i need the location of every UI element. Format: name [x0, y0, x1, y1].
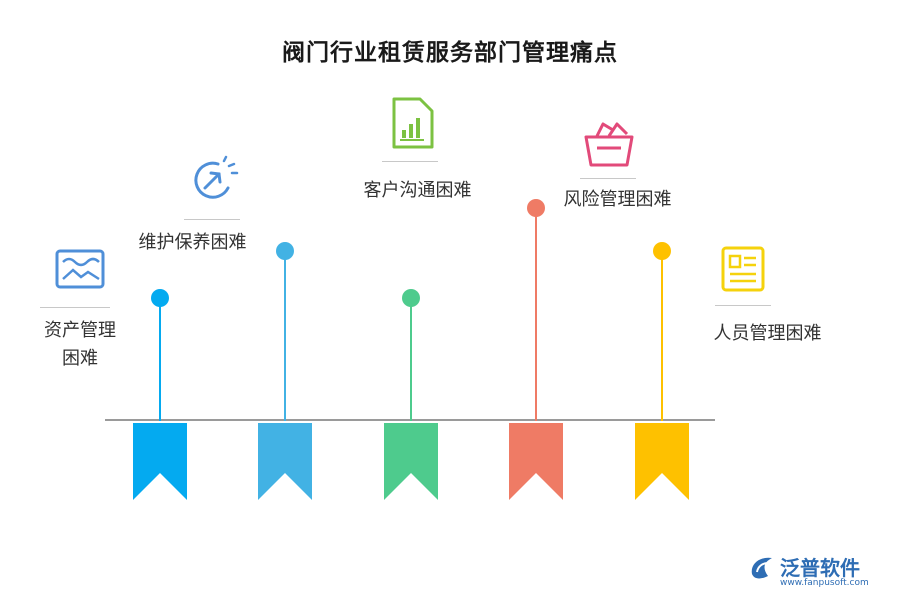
- list-document-icon: [720, 245, 768, 299]
- item-dot: [653, 242, 671, 260]
- item-separator: [382, 161, 438, 162]
- item-flag: [635, 423, 689, 500]
- item-flag: [509, 423, 563, 500]
- item-stem: [410, 305, 412, 421]
- item-label: 风险管理困难: [563, 189, 672, 210]
- brand-url: www.fanpusoft.com: [780, 578, 869, 588]
- basket-icon: [583, 120, 635, 174]
- item-stem: [159, 305, 161, 421]
- item-stem: [661, 258, 663, 421]
- brand-name: 泛普软件: [780, 556, 860, 580]
- item-label: 维护保养困难: [138, 232, 247, 253]
- item-dot: [402, 289, 420, 307]
- item-stem: [535, 215, 537, 421]
- item-dot: [151, 289, 169, 307]
- item-label: 客户沟通困难: [363, 180, 472, 201]
- item-flag: [133, 423, 187, 500]
- item-dot: [527, 199, 545, 217]
- item-label: 人员管理困难: [713, 323, 822, 344]
- refresh-gauge-icon: [188, 155, 242, 211]
- item-separator: [715, 305, 771, 306]
- item-flag: [384, 423, 438, 500]
- brand-logo: 泛普软件 www.fanpusoft.com: [748, 552, 888, 596]
- item-separator: [580, 178, 636, 179]
- picture-icon: [54, 248, 108, 296]
- item-separator: [184, 219, 240, 220]
- item-dot: [276, 242, 294, 260]
- brand-logo-icon: [751, 557, 772, 579]
- item-flag: [258, 423, 312, 500]
- item-label: 资产管理 困难: [44, 320, 116, 369]
- document-chart-icon: [391, 96, 435, 154]
- item-stem: [284, 258, 286, 421]
- page-title: 阀门行业租赁服务部门管理痛点: [282, 40, 618, 66]
- item-separator: [40, 307, 110, 308]
